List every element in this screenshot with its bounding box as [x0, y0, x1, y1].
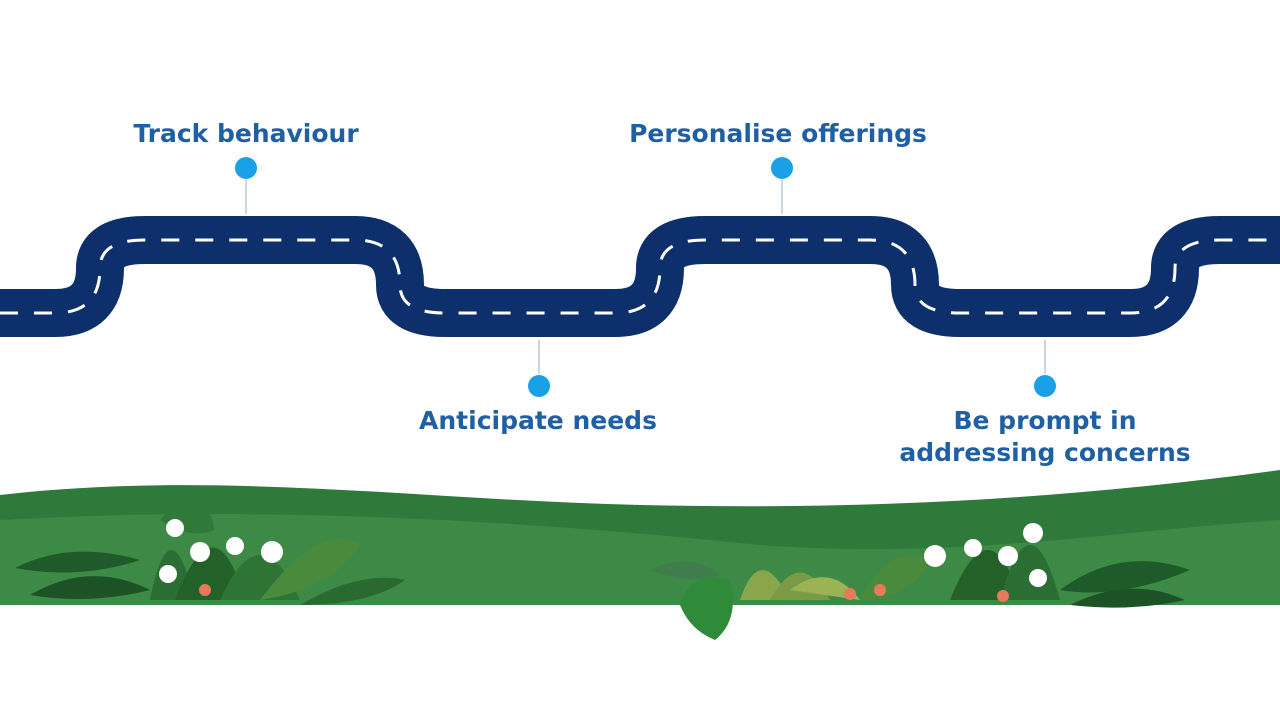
milestone-marker-track	[235, 157, 257, 214]
flowers-left	[159, 519, 283, 596]
plants-center	[650, 561, 860, 640]
milestone-label-track: Track behaviour	[133, 119, 359, 148]
milestone-label-personalise: Personalise offerings	[629, 119, 927, 148]
milestone-marker-prompt	[1034, 340, 1056, 397]
flowers-right	[844, 523, 1047, 602]
milestone-marker-personalise	[771, 157, 793, 214]
milestone-label-prompt-line2: addressing concerns	[899, 438, 1191, 467]
milestone-label-prompt: Be prompt in addressing concerns	[880, 405, 1210, 469]
milestone-marker-anticipate	[528, 340, 550, 397]
road	[0, 216, 1280, 337]
milestone-label-prompt-line1: Be prompt in	[953, 406, 1137, 435]
milestone-label-anticipate: Anticipate needs	[419, 406, 657, 435]
